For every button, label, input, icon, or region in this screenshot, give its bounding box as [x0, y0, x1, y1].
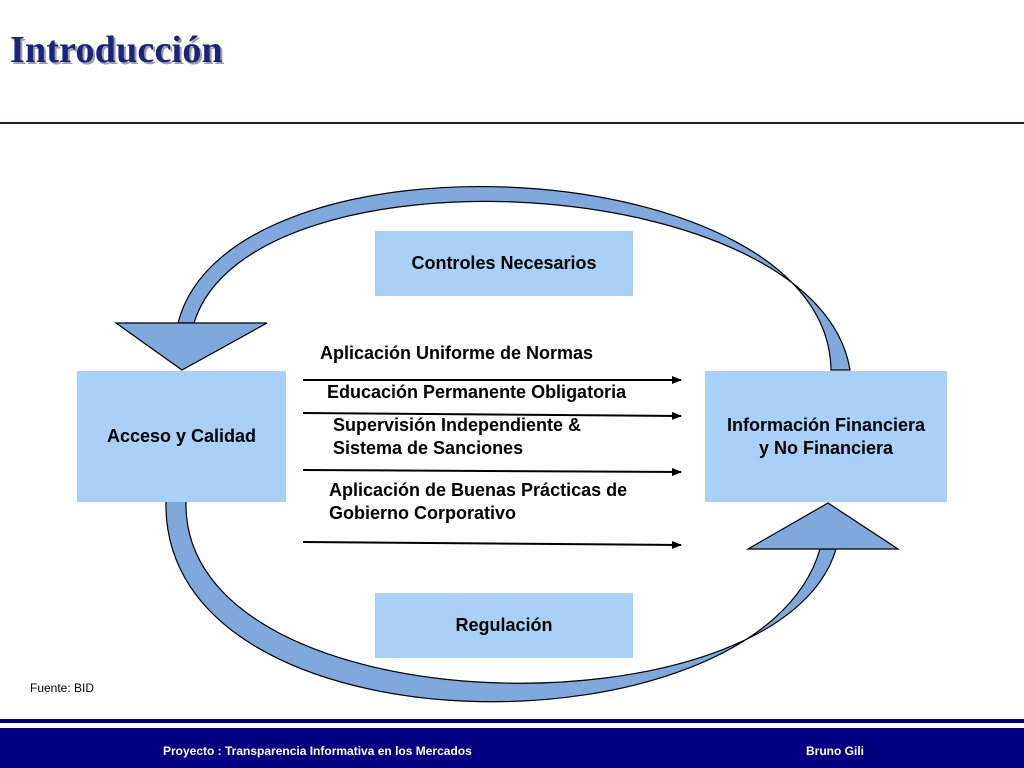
title-divider	[0, 122, 1024, 124]
item-4-line2: Gobierno Corporativo	[329, 503, 517, 523]
controles-necesarios-box: Controles Necesarios	[375, 231, 633, 296]
slide-title: Introducción	[10, 29, 223, 71]
item-4-line1: Aplicación de Buenas Prácticas de	[329, 480, 628, 500]
top-arrow-head	[114, 322, 268, 371]
footer-project: Proyecto : Transparencia Informativa en …	[163, 744, 472, 758]
arrow-2	[302, 411, 682, 420]
footer-author: Bruno Gili	[806, 744, 864, 758]
item-educacion-permanente: Educación Permanente Obligatoria	[327, 381, 626, 404]
arrow-3	[302, 467, 682, 476]
arrow-4	[302, 540, 682, 549]
item-1-text: Aplicación Uniforme de Normas	[320, 343, 594, 363]
item-2-text: Educación Permanente Obligatoria	[327, 382, 627, 402]
item-supervision-independiente: Supervisión Independiente & Sistema de S…	[333, 414, 581, 460]
source-note: Fuente: BID	[30, 681, 95, 695]
item-3-line1: Supervisión Independiente &	[333, 415, 582, 435]
regulacion-label: Regulación	[455, 615, 553, 635]
bottom-arrow-head	[745, 502, 901, 550]
acceso-calidad-label: Acceso y Calidad	[106, 426, 257, 446]
acceso-calidad-box: Acceso y Calidad	[77, 371, 286, 502]
informacion-financiera-line1: Información Financiera	[726, 414, 926, 435]
item-buenas-practicas: Aplicación de Buenas Prácticas de Gobier…	[329, 479, 627, 525]
informacion-financiera-box: Información Financiera y No Financiera	[705, 371, 947, 502]
item-aplicacion-uniforme: Aplicación Uniforme de Normas	[320, 342, 593, 365]
footer-rule	[0, 719, 1024, 723]
item-3-line2: Sistema de Sanciones	[333, 438, 524, 458]
footer-bar	[0, 728, 1024, 768]
regulacion-box: Regulación	[375, 593, 633, 658]
controles-necesarios-label: Controles Necesarios	[411, 253, 597, 273]
informacion-financiera-line2: y No Financiera	[758, 437, 894, 458]
